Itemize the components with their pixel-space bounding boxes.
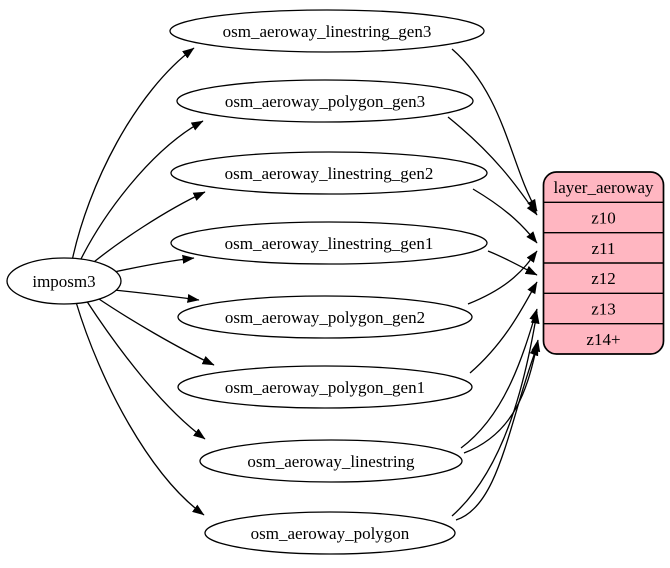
table-label: osm_aeroway_polygon_gen3 [225, 92, 425, 111]
edge-imposm3-osm_aeroway_polygon_gen3 [78, 120, 204, 264]
edge-osm_aeroway_linestring-z14 [463, 339, 541, 454]
edge-imposm3-osm_aeroway_polygon [75, 301, 205, 516]
table-ellipse [170, 151, 488, 195]
edge-imposm3-osm_aeroway_linestring_gen1 [113, 254, 195, 273]
node-osm_aeroway_polygon: osm_aeroway_polygon [204, 511, 456, 555]
edge-imposm3-osm_aeroway_linestring_gen2 [88, 191, 206, 267]
node-osm_aeroway_linestring_gen3: osm_aeroway_linestring_gen3 [169, 9, 485, 53]
table-nodes: osm_aeroway_linestring_gen3 osm_aeroway_… [169, 9, 488, 555]
layer-row-z12: z12 [591, 269, 616, 288]
layer-row-z10: z10 [591, 209, 616, 228]
edge-imposm3-osm_aeroway_linestring [85, 299, 206, 440]
table-label: osm_aeroway_linestring_gen1 [225, 234, 434, 253]
table-ellipse [170, 221, 488, 265]
layer-row-z11: z11 [592, 239, 616, 258]
table-ellipse [199, 439, 463, 483]
table-label: osm_aeroway_linestring [247, 452, 415, 471]
edge-imposm3-osm_aeroway_linestring_gen3 [71, 47, 195, 262]
node-osm_aeroway_linestring_gen1: osm_aeroway_linestring_gen1 [170, 221, 488, 265]
imposm3-label: imposm3 [32, 272, 95, 291]
table-ellipse [177, 365, 473, 409]
node-imposm3: imposm3 [6, 257, 122, 305]
edge-osm_aeroway_linestring_gen1-z12 [487, 250, 538, 276]
table-ellipse [169, 9, 485, 53]
node-osm_aeroway_polygon_gen3: osm_aeroway_polygon_gen3 [176, 79, 474, 123]
table-label: osm_aeroway_polygon_gen2 [225, 308, 425, 327]
edge-osm_aeroway_polygon-z14 [455, 343, 539, 521]
edge-osm_aeroway_polygon_gen1-z12 [469, 281, 538, 374]
edge-osm_aeroway_linestring-z13 [460, 308, 539, 449]
edge-imposm3-osm_aeroway_polygon_gen2 [113, 289, 200, 303]
edge-osm_aeroway_polygon_gen2-z11 [467, 250, 538, 305]
table-ellipse [204, 511, 456, 555]
table-label: osm_aeroway_polygon [251, 524, 410, 543]
layer-row-z13: z13 [591, 300, 616, 319]
node-osm_aeroway_linestring_gen2: osm_aeroway_linestring_gen2 [170, 151, 488, 195]
edges-tables-to-layer [447, 48, 541, 521]
table-ellipse [177, 295, 473, 339]
table-label: osm_aeroway_polygon_gen1 [225, 378, 425, 397]
table-label: osm_aeroway_linestring_gen3 [223, 22, 432, 41]
edge-osm_aeroway_polygon-z13 [451, 311, 540, 517]
node-layer_aeroway: layer_aeroway z10 z11 z12 z13 z14+ [542, 171, 665, 355]
node-osm_aeroway_polygon_gen2: osm_aeroway_polygon_gen2 [177, 295, 473, 339]
edge-imposm3-osm_aeroway_polygon_gen1 [95, 296, 215, 366]
edge-osm_aeroway_linestring_gen2-z11 [472, 188, 538, 244]
layer-row-z14plus: z14+ [586, 330, 620, 349]
imposm3-ellipse [6, 257, 122, 305]
node-osm_aeroway_linestring: osm_aeroway_linestring [199, 439, 463, 483]
edge-osm_aeroway_linestring_gen3-z10 [451, 48, 538, 212]
edge-osm_aeroway_polygon_gen3-z10 [447, 116, 538, 216]
layer-title: layer_aeroway [553, 178, 654, 197]
table-label: osm_aeroway_linestring_gen2 [225, 164, 434, 183]
table-ellipse [176, 79, 474, 123]
edges-source-to-tables [71, 47, 215, 516]
node-osm_aeroway_polygon_gen1: osm_aeroway_polygon_gen1 [177, 365, 473, 409]
